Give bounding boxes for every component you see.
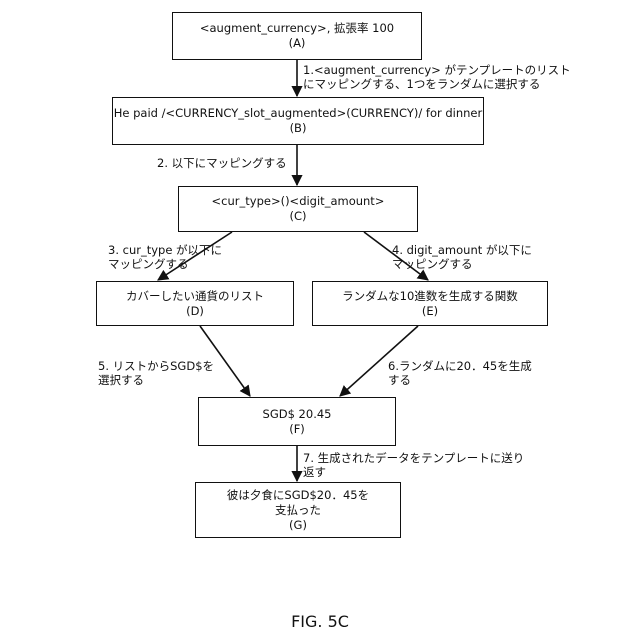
box-f-text: SGD$ 20.45 — [263, 407, 332, 422]
box-b-id: (B) — [290, 121, 307, 136]
box-a-text: <augment_currency>, 拡張率 100 — [200, 21, 394, 36]
step-7-label: 7. 生成されたデータをテンプレートに送り 返す — [303, 451, 524, 479]
box-f-id: (F) — [289, 422, 305, 437]
step-4-label: 4. digit_amount が以下に マッピングする — [392, 243, 532, 271]
box-e-id: (E) — [422, 304, 438, 319]
box-d-id: (D) — [186, 304, 204, 319]
figure-label: FIG. 5C — [0, 612, 640, 631]
box-g-id: (G) — [289, 518, 307, 533]
step-6-label: 6.ランダムに20．45を生成 する — [388, 359, 532, 387]
step-3-label: 3. cur_type が以下に マッピングする — [108, 243, 222, 271]
box-d-text: カバーしたい通貨のリスト — [126, 289, 264, 304]
box-e-text: ランダムな10進数を生成する関数 — [342, 289, 518, 304]
step-5-label: 5. リストからSGD$を 選択する — [98, 359, 214, 387]
box-c: <cur_type>()<digit_amount> (C) — [178, 186, 418, 232]
box-b: He paid /<CURRENCY_slot_augmented>(CURRE… — [112, 97, 484, 145]
step-1-label: 1.<augment_currency> がテンプレートのリスト にマッピングす… — [303, 63, 571, 91]
box-d: カバーしたい通貨のリスト (D) — [96, 281, 294, 326]
box-c-text: <cur_type>()<digit_amount> — [212, 194, 385, 209]
box-g-text: 彼は夕食にSGD$20．45を 支払った — [227, 488, 369, 518]
box-b-text: He paid /<CURRENCY_slot_augmented>(CURRE… — [114, 106, 482, 121]
box-g: 彼は夕食にSGD$20．45を 支払った (G) — [195, 482, 401, 538]
box-e: ランダムな10進数を生成する関数 (E) — [312, 281, 548, 326]
box-f: SGD$ 20.45 (F) — [198, 397, 396, 446]
step-2-label: 2. 以下にマッピングする — [157, 156, 287, 170]
box-a: <augment_currency>, 拡張率 100 (A) — [172, 12, 422, 60]
box-c-id: (C) — [289, 209, 306, 224]
box-a-id: (A) — [289, 36, 306, 51]
